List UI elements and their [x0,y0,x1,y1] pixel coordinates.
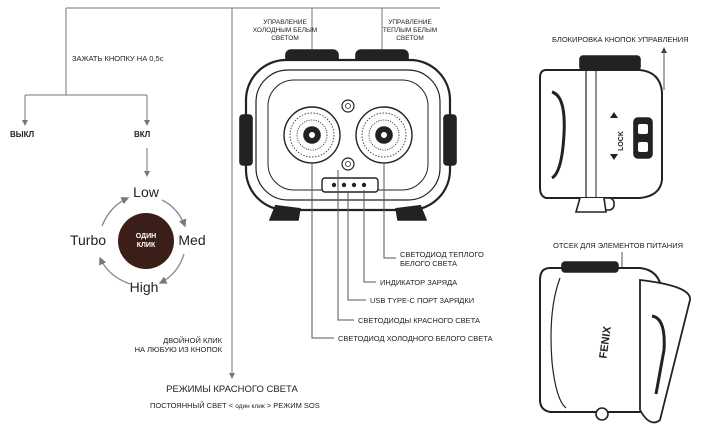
lock-title: БЛОКИРОВКА КНОПОК УПРАВЛЕНИЯ [552,35,689,44]
warm-control-line2: ТЕПЛЫМ БЕЛЫМ [382,27,438,34]
warm-led-callout: СВЕТОДИОД ТЕПЛОГО БЕЛОГО СВЕТА [400,250,484,268]
mode-low: Low [133,184,159,200]
flow-lines [22,7,440,379]
cold-led-callout: СВЕТОДИОД ХОЛОДНОГО БЕЛОГО СВЕТА [338,334,493,343]
double-click-line2: НА ЛЮБУЮ ИЗ КНОПОК [134,345,222,354]
red-leds-callout: СВЕТОДИОДЫ КРАСНОГО СВЕТА [358,316,480,325]
cold-control-label: УПРАВЛЕНИЕ ХОЛОДНЫМ БЕЛЫМ СВЕТОМ [253,19,317,43]
warm-control-label: УПРАВЛЕНИЕ ТЕПЛЫМ БЕЛЫМ СВЕТОМ [383,19,437,43]
red-mode-constant: ПОСТОЯННЫЙ СВЕТ < [150,401,234,410]
off-label: ВЫКЛ [10,130,35,139]
cold-control-line3: СВЕТОМ [271,35,299,42]
cold-control-line2: ХОЛОДНЫМ БЕЛЫМ [252,27,318,34]
mode-cycle-arrows [99,197,187,285]
lock-text: LOCK [618,131,625,151]
double-click-line1: ДВОЙНОЙ КЛИК [163,336,222,345]
warm-led-line1: СВЕТОДИОД ТЕПЛОГО [400,250,484,259]
warm-control-line3: СВЕТОМ [396,35,424,42]
cold-control-line1: УПРАВЛЕНИЕ [263,19,307,26]
double-click-note: ДВОЙНОЙ КЛИК НА ЛЮБУЮ ИЗ КНОПОК [135,336,222,354]
one-click-line1: ОДИН [135,233,157,240]
callout-lines [311,163,396,339]
mode-high: High [129,279,159,295]
on-label: ВКЛ [134,130,151,139]
headlamp-battery [539,252,691,424]
red-modes-line: ПОСТОЯННЫЙ СВЕТ < один клик > РЕЖИМ SOS [150,401,320,411]
red-modes-title: РЕЖИМЫ КРАСНОГО СВЕТА [166,384,298,395]
one-click-button-icon: ОДИН КЛИК [118,213,174,269]
warm-control-line1: УПРАВЛЕНИЕ [388,19,432,26]
one-click-line2: КЛИК [136,242,156,249]
headlamp-side [539,47,667,213]
press-note: ЗАЖАТЬ КНОПКУ НА 0,5с [72,54,164,63]
red-mode-sos: > РЕЖИМ SOS [266,401,320,410]
usb-port-callout: USB TYPE-C ПОРТ ЗАРЯДКИ [370,296,475,305]
warm-led-line2: БЕЛОГО СВЕТА [400,259,457,268]
mode-turbo: Turbo [69,232,107,248]
mode-med: Med [178,232,206,248]
charge-indicator-callout: ИНДИКАТОР ЗАРЯДА [380,278,458,287]
red-mode-click: один клик [235,403,265,410]
battery-title: ОТСЕК ДЛЯ ЭЛЕМЕНТОВ ПИТАНИЯ [553,241,684,250]
